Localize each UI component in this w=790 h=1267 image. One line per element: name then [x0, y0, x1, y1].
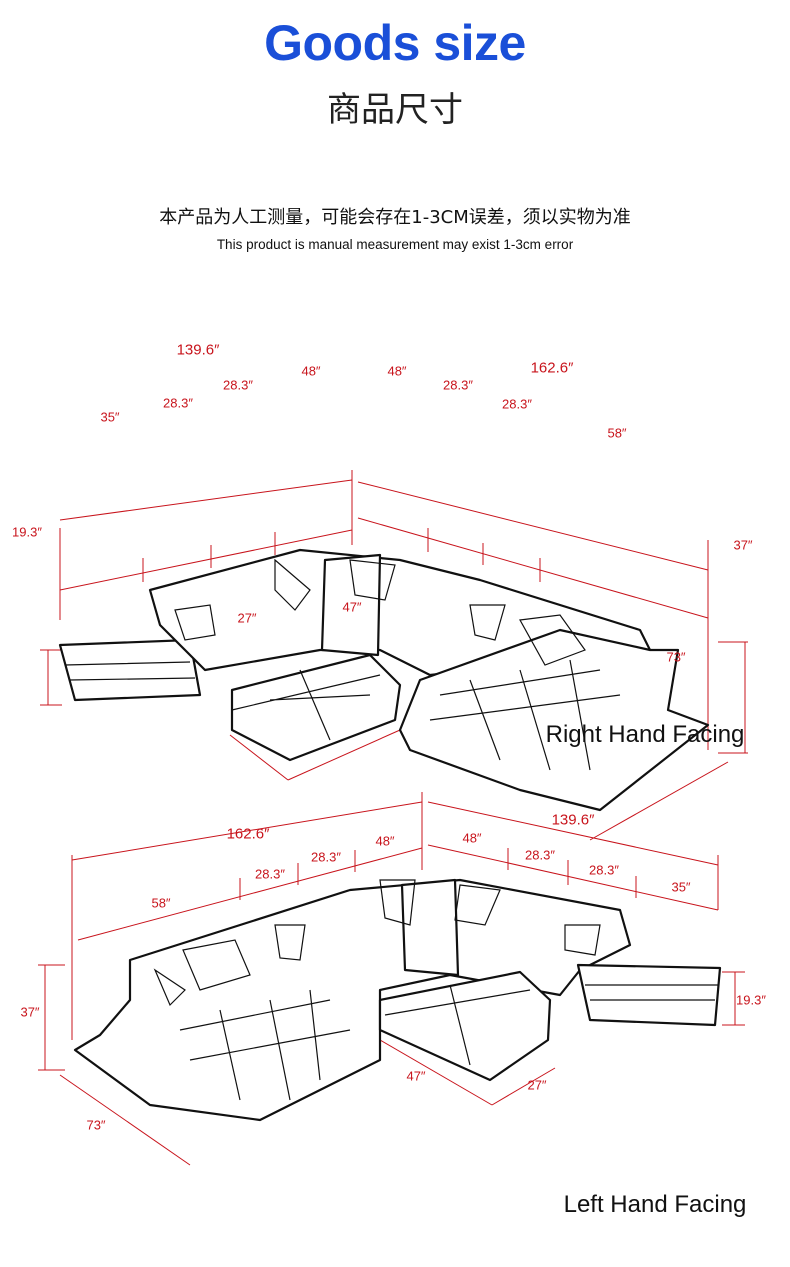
- left-facing-sofa-diagram: [38, 792, 745, 1166]
- dim-end-35: 35″: [671, 879, 691, 895]
- sofa-outline: [58, 548, 710, 812]
- dim-seat-28-left-b: 28.3″: [255, 866, 285, 882]
- dim-table-width: 47″: [342, 599, 362, 615]
- caption-right-hand-facing: Right Hand Facing: [545, 721, 745, 748]
- right-facing-sofa-diagram: [40, 470, 748, 841]
- dimension-lines: [38, 792, 745, 1166]
- dim-chaise-58: 58″: [607, 425, 627, 441]
- page-title: Goods size: [264, 15, 526, 71]
- dim-seat-28-right-b: 28.3″: [589, 862, 619, 878]
- dim-end-35: 35″: [100, 409, 120, 425]
- dim-chaise-depth: 73″: [666, 649, 686, 665]
- dim-seat-48-left: 48″: [301, 363, 321, 379]
- dim-seat-28-right-a: 28.3″: [443, 377, 473, 393]
- dim-seat-48-right: 48″: [387, 363, 407, 379]
- dim-seat-28-right-a: 28.3″: [525, 847, 555, 863]
- dim-seat-48-right: 48″: [462, 830, 482, 846]
- page-subtitle: 商品尺寸: [327, 90, 463, 130]
- dim-table-depth: 27″: [527, 1077, 547, 1093]
- dim-seat-28-left-a: 28.3″: [311, 849, 341, 865]
- dim-total-right: 162.6″: [530, 359, 574, 377]
- measurement-note-en: This product is manual measurement may e…: [216, 237, 574, 252]
- dim-end-height: 19.3″: [736, 992, 766, 1008]
- dimension-lines: [40, 470, 748, 841]
- dim-seat-28-left-a: 28.3″: [223, 377, 253, 393]
- dim-end-height: 19.3″: [12, 524, 42, 540]
- measurement-note-cn: 本产品为人工测量，可能会存在1-3CM误差，须以实物为准: [159, 207, 631, 228]
- dim-total-right: 139.6″: [551, 811, 595, 829]
- dim-seat-28-left-b: 28.3″: [163, 395, 193, 411]
- dim-total-left: 139.6″: [176, 341, 220, 359]
- dim-back-height: 37″: [733, 537, 753, 553]
- dim-chaise-depth: 73″: [86, 1117, 106, 1133]
- dim-back-height: 37″: [20, 1004, 40, 1020]
- dim-seat-48-left: 48″: [375, 833, 395, 849]
- sofa-outline: [73, 878, 722, 1122]
- dim-table-depth: 27″: [237, 610, 257, 626]
- dim-chaise-58: 58″: [151, 895, 171, 911]
- dim-total-left: 162.6″: [226, 825, 270, 843]
- dim-seat-28-right-b: 28.3″: [502, 396, 532, 412]
- dim-table-width: 47″: [406, 1068, 426, 1084]
- caption-left-hand-facing: Left Hand Facing: [563, 1191, 747, 1218]
